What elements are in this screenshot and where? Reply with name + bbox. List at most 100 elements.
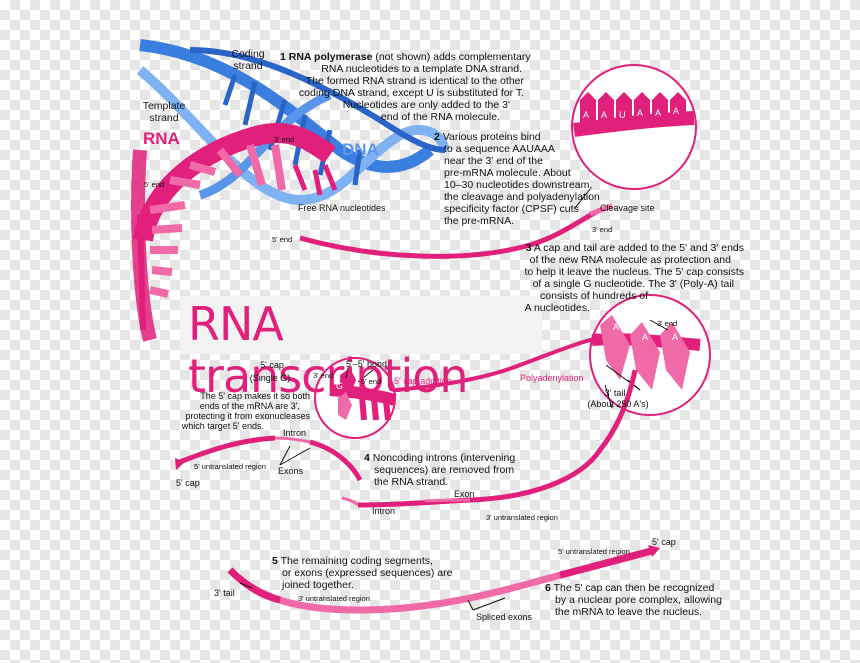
label-utr5-mid: 5' untranslated region — [194, 462, 266, 471]
label-exons: Exons — [278, 466, 304, 476]
cap-note-line: The 5' cap makes it so both — [200, 391, 310, 401]
step-3-line: of the new RNA molecule as protection an… — [529, 254, 731, 266]
step-2-line: to a sequence AAUAAA — [444, 143, 555, 155]
step-5-line: or exons (expressed sequences) are — [282, 567, 453, 579]
cap-note-line: which target 5' ends. — [181, 421, 264, 431]
label-five-cap-bottom: 5' cap — [652, 537, 676, 547]
label-dna: DNA — [342, 140, 379, 159]
inset-nt: A — [583, 110, 590, 120]
label-utr3-bottom: 3' untranslated region — [298, 594, 370, 603]
label-three-tail-bottom: 3' tail — [214, 588, 235, 598]
step-2-line: pre-mRNA molecule. About — [444, 167, 571, 179]
step-6-num: 6 — [545, 582, 551, 594]
pre-mrna-strand — [299, 207, 602, 259]
step-2-num: 2 — [434, 131, 440, 143]
rna-strand-big — [131, 122, 338, 342]
cap-note-line: ends of the mRNA are 3', — [199, 401, 300, 411]
step-4-num: 4 — [364, 452, 370, 464]
step-2-line: near the 3' end of the — [444, 155, 543, 167]
step-1-num: 1 — [280, 51, 286, 63]
label-five-cap-top: 5' cap — [260, 360, 284, 370]
label-spliced-exons: Spliced exons — [476, 612, 533, 622]
tail-nt: A — [613, 322, 620, 332]
label-five-end-cap: 5' end — [361, 377, 382, 386]
step-1-line: coding DNA strand, except U is substitut… — [298, 87, 524, 99]
label-five-cap-mid: 5' cap — [176, 478, 200, 488]
step-2-line: 10–30 nucleotides downstream, — [444, 179, 593, 191]
step-4-line-1: 4 Noncoding introns (intervening — [364, 452, 515, 464]
step-3-num: 3 — [525, 242, 532, 254]
label-intron-top: Intron — [283, 428, 307, 438]
step-5-text: The remaining coding segments, — [280, 555, 433, 567]
label-intron-bottom: Intron — [372, 506, 396, 516]
step-2-line: the pre-mRNA. — [444, 215, 515, 227]
step-5-line: joined together. — [282, 579, 354, 591]
spliced-mrna — [227, 545, 660, 614]
step-3-line: of a single G nucleotide. The 3' (Poly-A… — [532, 278, 734, 290]
label-three-end-cleave: 3' end — [592, 225, 613, 234]
cleaved-fragment — [589, 203, 613, 217]
label-rna: RNA — [143, 129, 180, 148]
step-1-line-1: 1 RNA polymerase (not shown) adds comple… — [280, 51, 531, 63]
label-bond: 5'–5' bond — [346, 359, 387, 369]
step-1-line: RNA nucleotides to a template DNA strand… — [321, 63, 522, 75]
step-3-line: to help it leave the nucleus. The 5' cap… — [524, 266, 744, 278]
label-cap-addition: 5' cap addition — [394, 376, 452, 386]
label-template-strand: Template strand — [142, 100, 186, 124]
label-utr5-bottom: 5' untranslated region — [558, 547, 630, 556]
label-free-nucleotides: Free RNA nucleotides — [298, 203, 386, 213]
step-2-line: specificity factor (CPSF) cuts — [444, 203, 579, 215]
step-3-line-1: 3 A cap and tail are added to the 5' and… — [488, 242, 744, 254]
step-2-line-1: 2 Various proteins bind — [434, 131, 541, 143]
label-polyadenylation: Polyadenylation — [520, 373, 584, 383]
inset-nt: A — [637, 108, 644, 118]
inset-nt: A — [601, 110, 608, 120]
step-6-text: The 5' cap can then be recognized — [553, 582, 715, 594]
diagram-title: RNA transcription — [188, 297, 469, 403]
step-6-line: the mRNA to leave the nucleus. — [555, 606, 703, 618]
step-1-rest: (not shown) adds complementary — [375, 51, 531, 63]
label-cleavage-site: Cleavage site — [600, 203, 655, 213]
step-6-line: by a nuclear pore complex, allowing — [555, 594, 722, 606]
inset-nt: A — [655, 108, 662, 118]
step-2-line: the cleavage and polyadenylation — [444, 191, 600, 203]
step-4-line: the RNA strand. — [374, 476, 449, 488]
inset-cleavage — [571, 64, 697, 209]
step-3-line: consists of hundreds of — [540, 290, 648, 302]
label-five-end-rna: 5' end — [144, 180, 165, 189]
step-2-text: Various proteins bind — [442, 131, 541, 143]
label-three-end-dna: 3' end — [274, 135, 295, 144]
step-4-line: sequences) are removed from — [374, 464, 515, 476]
label-exon: Exon — [454, 489, 475, 499]
cap-note-line: protecting it from exonucleases — [185, 411, 310, 421]
inset-nt: U — [619, 110, 626, 120]
label-three-end-cap: 3' end — [313, 371, 334, 380]
step-1-line: The formed RNA strand is identical to th… — [305, 75, 524, 87]
step-1-line: end of the RNA molecule. — [380, 111, 500, 123]
inset-nt: A — [673, 106, 680, 116]
step-1-bold: RNA polymerase — [288, 51, 373, 63]
step-3-line: A nucleotides. — [524, 302, 590, 314]
step-3-text: A cap and tail are added to the 5' and 3… — [533, 242, 744, 254]
mrna-with-introns — [175, 369, 638, 508]
label-coding-strand: Coding strand — [231, 48, 265, 72]
capped-mrna — [314, 336, 601, 439]
label-utr3-mid: 3' untranslated region — [486, 513, 558, 522]
label-five-end-premrna: 5' end — [272, 235, 293, 244]
label-three-end-tail: 3' end — [657, 319, 678, 328]
tail-nt: A — [672, 332, 679, 342]
step-5-num: 5 — [272, 555, 278, 567]
step-4-text: Noncoding introns (intervening — [372, 452, 516, 464]
step-5-line-1: 5 The remaining coding segments, — [272, 555, 433, 567]
cap-nt: G — [336, 381, 344, 391]
tail-nt: A — [642, 332, 649, 342]
inset-poly-a — [589, 294, 711, 416]
label-single-g: (Single G) — [249, 373, 291, 383]
label-three-tail: 3' tail — [604, 388, 626, 398]
step-1-line: Nucleotides are only added to the 3' — [342, 99, 510, 111]
diagram-title-box: RNA transcription — [180, 296, 542, 402]
step-6-line-1: 6 The 5' cap can then be recognized — [545, 582, 714, 594]
label-about-250: (About 250 A's) — [587, 399, 649, 409]
